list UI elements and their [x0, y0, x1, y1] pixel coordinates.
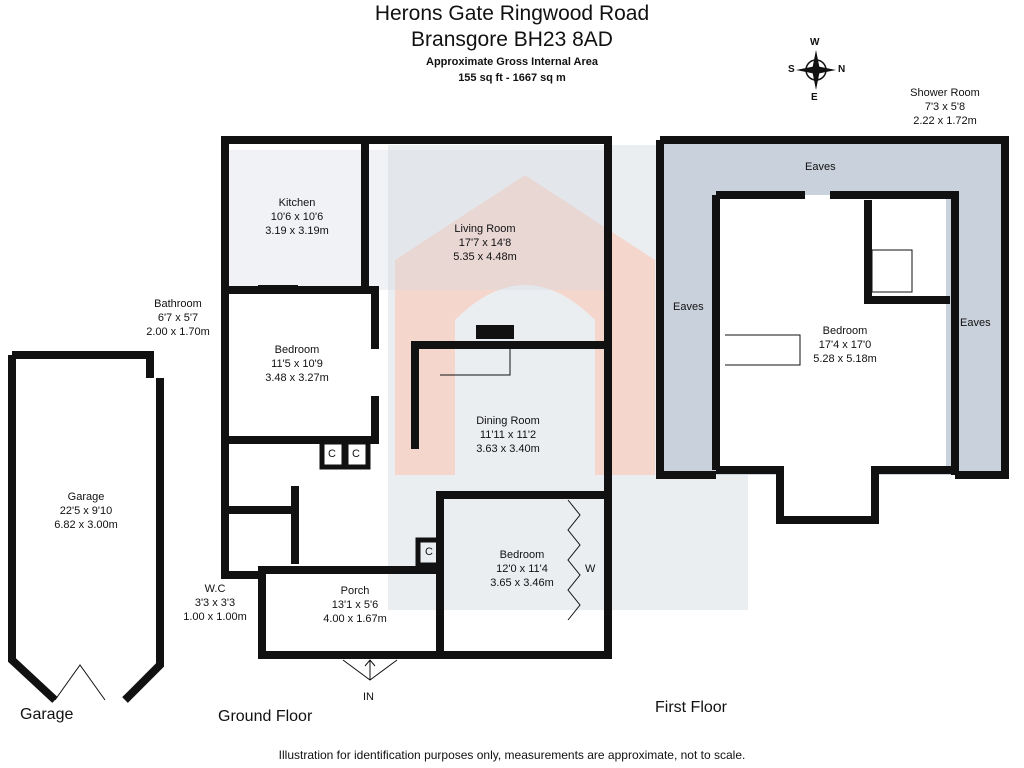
bathroom-imperial: 6'7 x 5'7: [157, 312, 199, 324]
wardrobe-mark: W: [585, 563, 596, 575]
first-floor-walls: [656, 136, 1009, 524]
porch-name: Porch: [340, 585, 370, 597]
bedroom-ff-name: Bedroom: [822, 325, 868, 337]
address-line-1: Herons Gate Ringwood Road: [374, 2, 650, 25]
compass-south-label: S: [788, 64, 795, 75]
bedroom-gf1-imperial: 11'5 x 10'9: [271, 358, 323, 370]
wc-imperial: 3'3 x 3'3: [194, 597, 236, 609]
disclaimer-footer: Illustration for identification purposes…: [278, 748, 746, 762]
ground-floor-walls: [221, 136, 612, 659]
kitchen-imperial: 10'6 x 10'6: [270, 211, 324, 223]
living-room-name: Living Room: [454, 223, 516, 235]
wc-label: W.C 3'3 x 3'3 1.00 x 1.00m: [165, 582, 265, 624]
shower-room-metric: 2.22 x 1.72m: [913, 115, 977, 127]
cupboard-mark-3: C: [425, 546, 433, 558]
bedroom-ff-label: Bedroom 17'4 x 17'0 5.28 x 5.18m: [795, 324, 895, 366]
area-title: Approximate Gross Internal Area: [426, 56, 598, 68]
porch-label: Porch 13'1 x 5'6 4.00 x 1.67m: [305, 584, 405, 626]
garage-room-label: Garage 22'5 x 9'10 6.82 x 3.00m: [36, 490, 136, 532]
bathroom-name: Bathroom: [154, 298, 202, 310]
kitchen-metric: 3.19 x 3.19m: [265, 225, 329, 237]
dining-room-metric: 3.63 x 3.40m: [476, 443, 540, 455]
living-room-label: Living Room 17'7 x 14'8 5.35 x 4.48m: [435, 222, 535, 264]
wc-name: W.C: [204, 583, 226, 595]
dining-room-name: Dining Room: [476, 415, 540, 427]
wc-metric: 1.00 x 1.00m: [183, 611, 247, 623]
bedroom-ff-imperial: 17'4 x 17'0: [818, 339, 872, 351]
dining-room-imperial: 11'11 x 11'2: [479, 429, 537, 441]
garage-walls: [8, 351, 164, 703]
bedroom-gf2-imperial: 12'0 x 11'4: [496, 563, 548, 575]
garage-metric: 6.82 x 3.00m: [54, 519, 118, 531]
porch-metric: 4.00 x 1.67m: [323, 613, 387, 625]
kitchen-label: Kitchen 10'6 x 10'6 3.19 x 3.19m: [247, 196, 347, 238]
entrance-mark: IN: [363, 691, 374, 703]
bedroom-gf2-label: Bedroom 12'0 x 11'4 3.65 x 3.46m: [472, 548, 572, 590]
address-line-2: Bransgore BH23 8AD: [411, 28, 613, 51]
porch-imperial: 13'1 x 5'6: [331, 599, 379, 611]
first-floor-label: First Floor: [655, 699, 727, 716]
cupboard-mark-2: C: [352, 448, 360, 460]
area-value: 155 sq ft - 1667 sq m: [458, 72, 566, 84]
bedroom-ff-metric: 5.28 x 5.18m: [813, 353, 877, 365]
bedroom-gf1-metric: 3.48 x 3.27m: [265, 372, 329, 384]
cupboard-mark-1: C: [328, 448, 336, 460]
garage-name: Garage: [67, 491, 105, 503]
eaves-top-label: Eaves: [805, 161, 836, 173]
garage-floor-label: Garage: [20, 706, 74, 723]
shower-room-imperial: 7'3 x 5'8: [924, 101, 966, 113]
ground-floor-label: Ground Floor: [218, 708, 313, 725]
bedroom-gf1-label: Bedroom 11'5 x 10'9 3.48 x 3.27m: [247, 343, 347, 385]
shower-room-label: Shower Room 7'3 x 5'8 2.22 x 1.72m: [895, 86, 995, 128]
kitchen-name: Kitchen: [278, 197, 316, 209]
bathroom-label: Bathroom 6'7 x 5'7 2.00 x 1.70m: [128, 297, 228, 339]
bedroom-gf1-name: Bedroom: [274, 344, 320, 356]
eaves-left-label: Eaves: [673, 301, 704, 313]
bathroom-metric: 2.00 x 1.70m: [146, 326, 210, 338]
dining-room-label: Dining Room 11'11 x 11'2 3.63 x 3.40m: [458, 414, 558, 456]
living-room-imperial: 17'7 x 14'8: [458, 237, 512, 249]
eaves-right-label: Eaves: [960, 317, 991, 329]
bedroom-gf2-name: Bedroom: [499, 549, 545, 561]
shower-room-name: Shower Room: [910, 87, 980, 99]
garage-imperial: 22'5 x 9'10: [59, 505, 113, 517]
compass-west-label: W: [810, 37, 820, 48]
living-room-metric: 5.35 x 4.48m: [453, 251, 517, 263]
compass-north-label: N: [838, 64, 846, 75]
compass-east-label: E: [811, 92, 818, 103]
bedroom-gf2-metric: 3.65 x 3.46m: [490, 577, 554, 589]
